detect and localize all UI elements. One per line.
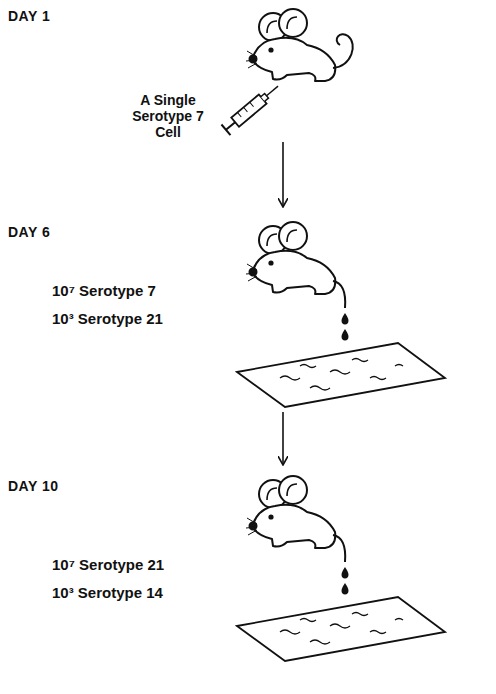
count-label: 10³ Serotype 21	[52, 310, 163, 327]
mouse	[246, 476, 335, 548]
mouse	[246, 222, 335, 294]
mouse-tail	[333, 535, 345, 562]
blood-drop	[341, 329, 348, 341]
blood-slide	[237, 597, 445, 661]
flow-arrow	[282, 412, 284, 464]
mouse-tail	[333, 34, 353, 68]
count-label: 10⁷ Serotype 21	[52, 556, 164, 573]
day-label: DAY 10	[8, 478, 58, 494]
blood-drop	[341, 313, 348, 325]
day-label: DAY 1	[8, 8, 50, 24]
mouse-tail	[333, 281, 345, 308]
day-label: DAY 6	[8, 224, 50, 240]
blood-drop	[341, 567, 348, 579]
injection-note: A Single Serotype 7 Cell	[118, 92, 218, 140]
count-label: 10³ Serotype 14	[52, 584, 163, 601]
syringe	[221, 81, 282, 135]
mouse	[246, 9, 335, 81]
blood-slide	[237, 343, 445, 407]
flow-arrow	[282, 142, 284, 206]
count-label: 10⁷ Serotype 7	[52, 282, 156, 299]
blood-drop	[341, 583, 348, 595]
